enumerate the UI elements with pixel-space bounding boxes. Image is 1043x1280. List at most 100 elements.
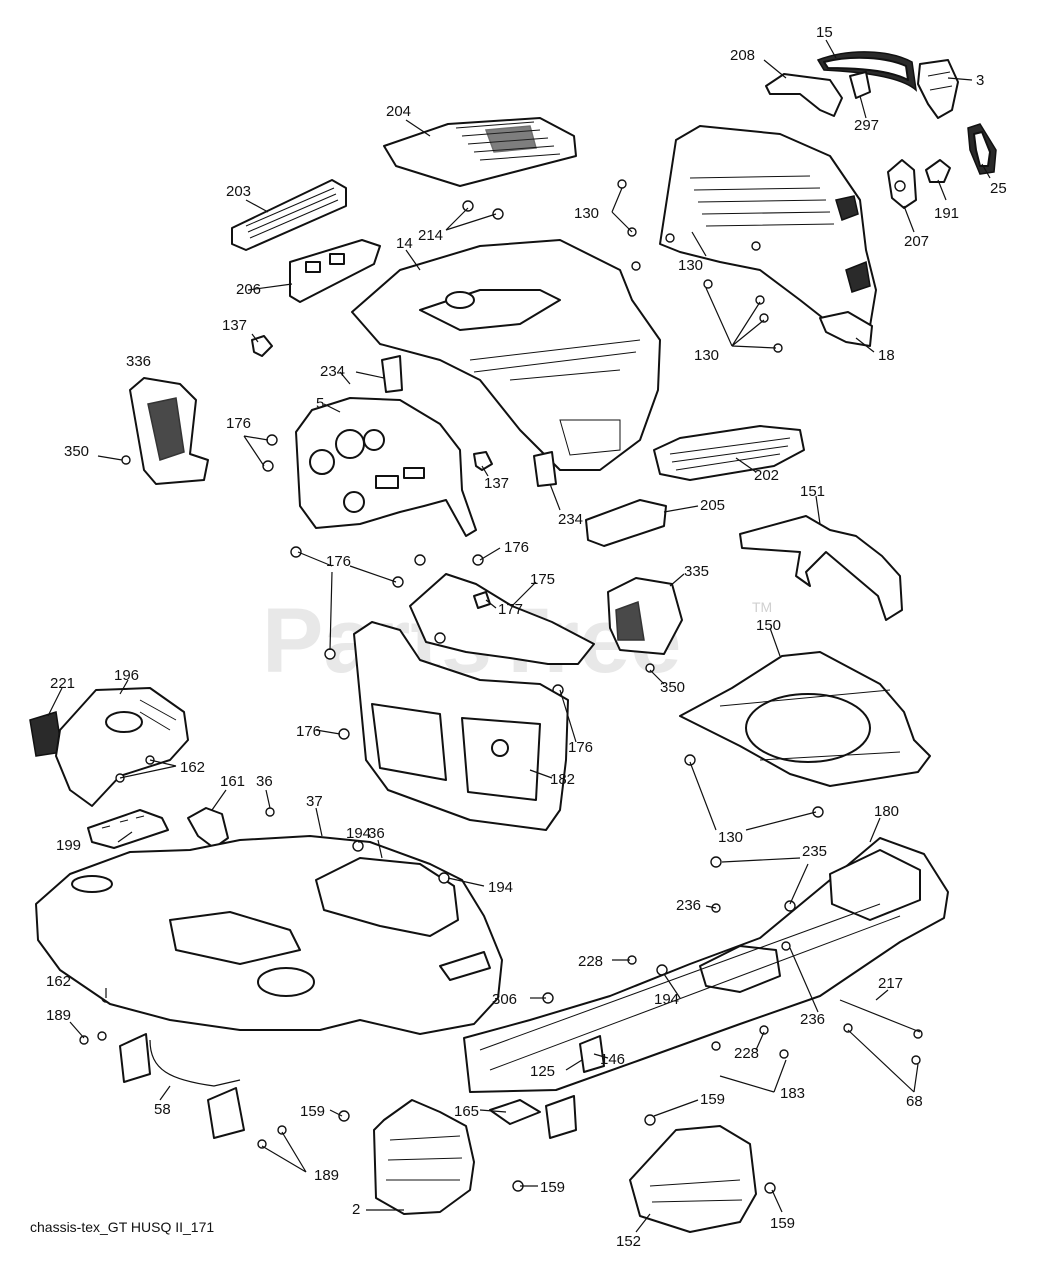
part-203-side-grille[interactable]	[231, 179, 347, 251]
callout-335: 335	[684, 563, 709, 580]
part-234-spacer-left[interactable]	[381, 355, 403, 393]
callout-151: 151	[800, 483, 825, 500]
part-350-screw-right[interactable]	[645, 663, 655, 673]
part-182-console-panel[interactable]	[353, 621, 569, 831]
callout-162-upper: 162	[180, 759, 205, 776]
callout-58: 58	[154, 1101, 171, 1118]
callout-labels: 15 208 3 297 25 191 207 204 203 214 14 2…	[46, 24, 1007, 1250]
part-199-plate[interactable]	[87, 809, 169, 849]
part-152-footrest-right[interactable]	[629, 1125, 757, 1233]
part-196-fender-cover[interactable]	[55, 687, 189, 807]
callout-191: 191	[934, 205, 959, 222]
callout-159-right-upper: 159	[700, 1091, 725, 1108]
callout-204: 204	[386, 103, 411, 120]
callout-203: 203	[226, 183, 251, 200]
part-177-clip[interactable]	[473, 591, 491, 609]
part-25-seal[interactable]	[967, 123, 997, 175]
watermark-trademark: TM	[752, 599, 772, 615]
callout-297: 297	[854, 117, 879, 134]
part-130-screws-top[interactable]	[617, 179, 783, 353]
part-146-125-165-brackets[interactable]	[489, 1035, 605, 1139]
part-18-bumper-side[interactable]	[819, 311, 873, 347]
callout-130-top: 130	[574, 205, 599, 222]
part-3-lens[interactable]	[917, 59, 959, 119]
callout-176-lower-left: 176	[296, 723, 321, 740]
part-161-bracket[interactable]	[187, 807, 229, 849]
part-217-rod[interactable]	[839, 999, 921, 1033]
part-176-fasteners[interactable]	[262, 434, 564, 740]
callout-236-upper: 236	[676, 897, 701, 914]
callout-175: 175	[530, 571, 555, 588]
callout-234-right: 234	[558, 511, 583, 528]
callout-208: 208	[730, 47, 755, 64]
callout-217: 217	[878, 975, 903, 992]
part-hardware-frame[interactable]	[542, 955, 923, 1065]
callout-180: 180	[874, 803, 899, 820]
part-150-shield[interactable]	[679, 651, 931, 787]
callout-165: 165	[454, 1103, 479, 1120]
part-206-dash-insert[interactable]	[289, 239, 381, 303]
part-137-clip-right[interactable]	[473, 451, 493, 471]
callout-5: 5	[316, 395, 324, 412]
callout-137-right: 137	[484, 475, 509, 492]
callout-336: 336	[126, 353, 151, 370]
part-151-bracket[interactable]	[739, 515, 903, 621]
part-5-dashboard[interactable]	[295, 397, 477, 537]
part-189-brackets-left[interactable]	[79, 1031, 287, 1149]
part-175-support-plate[interactable]	[409, 573, 595, 665]
callout-350-left: 350	[64, 443, 89, 460]
callout-15: 15	[816, 24, 833, 41]
callout-68: 68	[906, 1093, 923, 1110]
callout-176-left: 176	[226, 415, 251, 432]
part-130-screws-lower[interactable]	[684, 754, 824, 818]
part-208-bracket[interactable]	[765, 73, 843, 117]
part-2-footrest-left[interactable]	[373, 1099, 475, 1215]
callout-177: 177	[498, 601, 523, 618]
callout-235: 235	[802, 843, 827, 860]
part-234-spacer-right[interactable]	[533, 451, 557, 487]
part-207-light-housing[interactable]	[887, 159, 917, 209]
callout-150: 150	[756, 617, 781, 634]
callout-36-lower: 36	[368, 825, 385, 842]
part-14-hood[interactable]	[351, 239, 661, 471]
part-205-trim[interactable]	[585, 499, 667, 547]
callout-18: 18	[878, 347, 895, 364]
callout-189-lower: 189	[314, 1167, 339, 1184]
callout-194-lower: 194	[654, 991, 679, 1008]
callout-199: 199	[56, 837, 81, 854]
part-350-screw-left[interactable]	[121, 455, 131, 465]
part-37-fender-body[interactable]	[35, 835, 503, 1035]
part-191-clip[interactable]	[925, 159, 951, 183]
callout-182: 182	[550, 771, 575, 788]
part-180-frame[interactable]	[463, 837, 949, 1093]
callout-236-lower: 236	[800, 1011, 825, 1028]
part-214-fastener[interactable]	[462, 200, 504, 220]
callout-189-upper: 189	[46, 1007, 71, 1024]
callout-3: 3	[976, 72, 984, 89]
part-137-clip-left[interactable]	[251, 335, 273, 357]
part-202-front-grille[interactable]	[653, 425, 805, 481]
part-front-grille-body[interactable]	[659, 125, 877, 339]
part-15-trim-strip[interactable]	[816, 51, 918, 92]
callout-125: 125	[530, 1063, 555, 1080]
callout-14: 14	[396, 235, 413, 252]
part-336-side-panel[interactable]	[129, 377, 209, 485]
callout-130-mid: 130	[678, 257, 703, 274]
part-297-clip[interactable]	[849, 71, 871, 99]
callout-159-left: 159	[300, 1103, 325, 1120]
callout-228-lower: 228	[734, 1045, 759, 1062]
callout-206: 206	[236, 281, 261, 298]
callout-159-center: 159	[540, 1179, 565, 1196]
callout-194-mid: 194	[488, 879, 513, 896]
callout-306: 306	[492, 991, 517, 1008]
part-335-side-panel[interactable]	[607, 577, 683, 655]
callout-196: 196	[114, 667, 139, 684]
callout-2: 2	[352, 1201, 360, 1218]
callout-194-upper: 194	[346, 825, 371, 842]
callout-130-lower: 130	[718, 829, 743, 846]
callout-234-left: 234	[320, 363, 345, 380]
part-204-hood-insert[interactable]	[383, 117, 577, 187]
part-58-cable[interactable]	[149, 1039, 241, 1087]
diagram-caption: chassis-tex_GT HUSQ II_171	[30, 1219, 214, 1235]
